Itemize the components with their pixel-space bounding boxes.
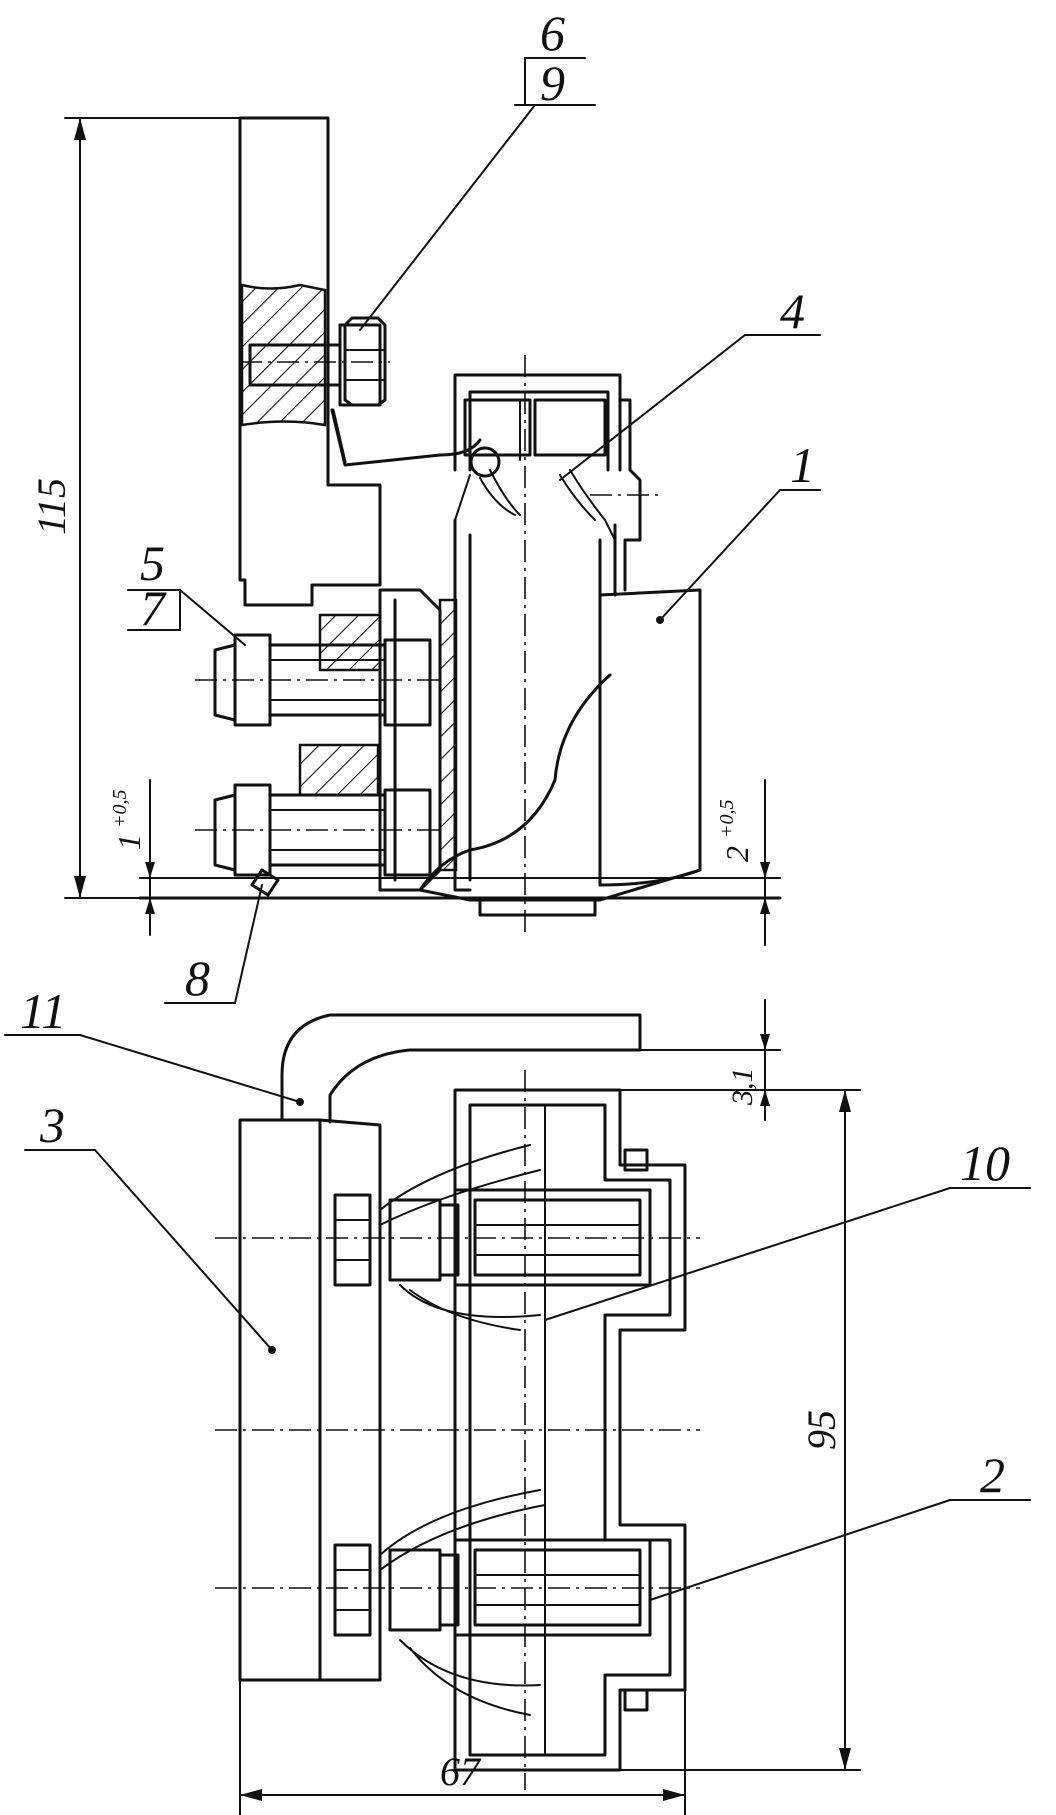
bracket-section-lower bbox=[318, 613, 382, 672]
leads-upper bbox=[379, 1144, 541, 1331]
callout-9: 9 bbox=[540, 55, 565, 111]
flex-lead-tail bbox=[331, 408, 347, 464]
bottom-view bbox=[215, 1013, 700, 1790]
bracket-section-upper bbox=[240, 283, 327, 427]
dim-115: 115 bbox=[29, 478, 74, 535]
leads-lower bbox=[379, 1489, 546, 1716]
top-view bbox=[138, 116, 782, 935]
bolt-washer-8 bbox=[250, 868, 280, 897]
clamp-hatch bbox=[438, 598, 458, 872]
callout-7: 7 bbox=[140, 580, 167, 636]
bracket-section-middle bbox=[298, 743, 380, 797]
hook-bracket bbox=[280, 1013, 642, 1124]
housing-cap bbox=[453, 373, 622, 472]
housing-foot bbox=[418, 868, 702, 917]
carrier-channel bbox=[469, 1104, 546, 1756]
callout-11: 11 bbox=[20, 983, 66, 1039]
spring-eye bbox=[469, 446, 501, 478]
callout-10: 10 bbox=[960, 1135, 1010, 1191]
dim-offset-left-tol: +0,5 bbox=[109, 790, 131, 829]
cap-side-wall bbox=[618, 398, 642, 592]
dim-67: 67 bbox=[440, 1749, 482, 1794]
cap-insert-right bbox=[533, 398, 607, 457]
nut-lower bbox=[333, 1543, 372, 1637]
leader-lines bbox=[4, 57, 1031, 1601]
dimension-lines bbox=[64, 117, 861, 1815]
fuse-cartridge-lower bbox=[388, 1538, 652, 1637]
labels: 6 9 4 1 5 7 8 11 3 10 2 115 67 95 3,1 1 … bbox=[20, 5, 1010, 1794]
dim-offset-left: 1 bbox=[111, 834, 147, 850]
housing-body bbox=[453, 518, 617, 892]
base-bar bbox=[238, 1118, 382, 1682]
flex-lead bbox=[330, 408, 482, 467]
dim-offset-right: 2 bbox=[719, 846, 755, 862]
callout-1: 1 bbox=[790, 437, 815, 493]
contact-spring bbox=[454, 469, 616, 601]
callout-6: 6 bbox=[540, 5, 565, 61]
pole-block bbox=[598, 588, 702, 887]
callout-5: 5 bbox=[140, 535, 165, 591]
callout-8: 8 bbox=[185, 950, 210, 1006]
clip-top bbox=[623, 1148, 649, 1172]
dim-95: 95 bbox=[799, 1410, 844, 1450]
upper-screw bbox=[248, 316, 387, 407]
nut-upper bbox=[333, 1193, 372, 1287]
callout-4: 4 bbox=[780, 283, 805, 339]
callout-3: 3 bbox=[39, 1097, 65, 1153]
dim-3-1: 3,1 bbox=[726, 1068, 759, 1107]
dim-offset-right-tol: +0,5 bbox=[716, 800, 738, 839]
callout-2: 2 bbox=[980, 1447, 1005, 1503]
clip-bottom bbox=[623, 1688, 649, 1712]
